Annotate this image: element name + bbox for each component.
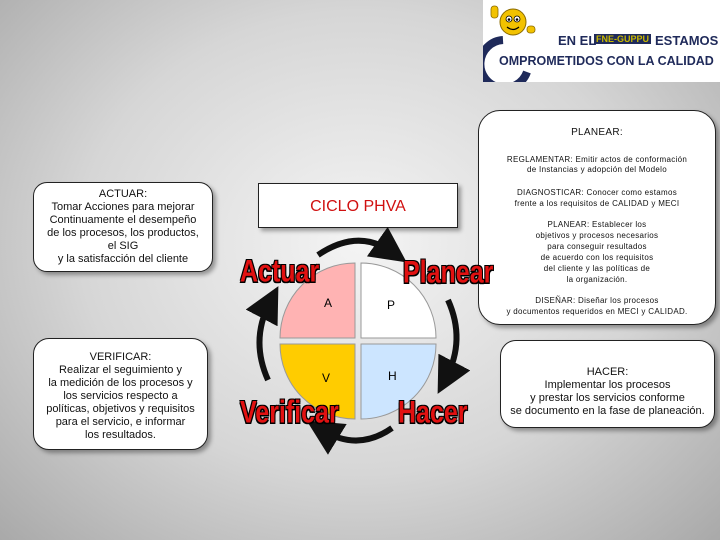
verificar-box-title: VERIFICAR: xyxy=(89,351,152,363)
reglamentar-line: de Instancias y adopción del Modelo xyxy=(527,165,667,174)
actuar-box-line: el SIG xyxy=(107,240,139,252)
quadrant-v xyxy=(279,343,356,420)
logo-text-organization: FNE-GUPPU xyxy=(594,34,652,44)
hacer-description-box: HACER: Implementar los procesos y presta… xyxy=(500,340,715,428)
logo-text-comprometidos: OMPROMETIDOS CON LA CALIDAD xyxy=(499,54,714,68)
actuar-box-line: Continuamente el desempeño xyxy=(49,214,197,226)
cycle-arrow-top xyxy=(316,226,407,263)
quadrant-letter-a: A xyxy=(324,296,333,310)
quadrant-letter-v: V xyxy=(322,371,331,385)
planear-description-box: PLANEAR: REGLAMENTAR: Emitir actos de co… xyxy=(478,110,716,325)
quadrant-letter-p: P xyxy=(387,298,396,312)
verificar-box-line: la medición de los procesos y xyxy=(48,377,193,389)
verificar-box-line: los resultados. xyxy=(85,429,156,441)
quadrant-letter-h: H xyxy=(388,369,397,383)
verificar-box-line: para el servicio, e informar xyxy=(55,416,186,428)
actuar-box-line: Tomar Acciones para mejorar xyxy=(51,201,195,213)
logo: EN EL FNE-GUPPU ESTAMOS OMPROMETIDOS CON… xyxy=(483,0,720,82)
planear-step-line: para conseguir resultados xyxy=(547,242,647,251)
hacer-box-line: se documento en la fase de planeación. xyxy=(510,405,705,417)
planear-box-title: PLANEAR: xyxy=(571,127,623,138)
cycle-arrow-left xyxy=(245,286,279,382)
hacer-box-line: y prestar los servicios conforme xyxy=(530,392,685,404)
planear-step-line: PLANEAR: Establecer los xyxy=(547,220,647,229)
ciclo-phva-title: CICLO PHVA xyxy=(310,198,406,215)
disenar-line: DISEÑAR: Diseñar los procesos xyxy=(535,296,659,305)
cycle-label-planear: Planear xyxy=(403,255,494,290)
mascot-thumbs-up-icon xyxy=(483,5,536,82)
actuar-description-box: ACTUAR: Tomar Acciones para mejorar Cont… xyxy=(33,182,213,272)
planear-step-line: objetivos y procesos necesarios xyxy=(535,231,659,240)
quadrant-h xyxy=(360,343,437,420)
cycle-arrow-right xyxy=(437,298,471,394)
ciclo-phva-title-box: CICLO PHVA xyxy=(258,183,458,228)
reglamentar-line: REGLAMENTAR: Emitir actos de conformació… xyxy=(506,155,688,164)
disenar-line: y documentos requeridos en MECI y CALIDA… xyxy=(506,307,688,316)
cycle-arrow-bottom xyxy=(306,420,394,455)
cycle-label-hacer: Hacer xyxy=(398,395,468,430)
logo-text-en-el: EN EL xyxy=(558,33,597,48)
diagnosticar-line: frente a los requisitos de CALIDAD y MEC… xyxy=(514,199,680,208)
quadrant-a xyxy=(279,262,356,339)
verificar-description-box: VERIFICAR: Realizar el seguimiento y la … xyxy=(33,338,208,450)
quadrant-p xyxy=(360,262,437,339)
planear-step-line: la organización. xyxy=(566,275,628,284)
hacer-box-line: Implementar los procesos xyxy=(544,379,671,391)
planear-step-line: del cliente y las políticas de xyxy=(543,264,651,273)
actuar-box-line: y la satisfacción del cliente xyxy=(57,253,189,265)
verificar-box-line: los servicios respecto a xyxy=(63,390,178,402)
cycle-label-actuar: Actuar xyxy=(240,254,320,289)
verificar-box-line: Realizar el seguimiento y xyxy=(59,364,182,376)
logo-text-estamos: ESTAMOS xyxy=(655,33,719,48)
diagnosticar-line: DIAGNOSTICAR: Conocer como estamos xyxy=(516,188,678,197)
verificar-box-line: políticas, objetivos y requisitos xyxy=(46,403,195,415)
actuar-box-title: ACTUAR: xyxy=(98,188,148,200)
cycle-label-verificar: Verificar xyxy=(240,395,339,430)
actuar-box-line: de los procesos, los productos, xyxy=(47,227,199,239)
hacer-box-title: HACER: xyxy=(586,366,629,378)
planear-step-line: de acuerdo con los requisitos xyxy=(540,253,654,262)
